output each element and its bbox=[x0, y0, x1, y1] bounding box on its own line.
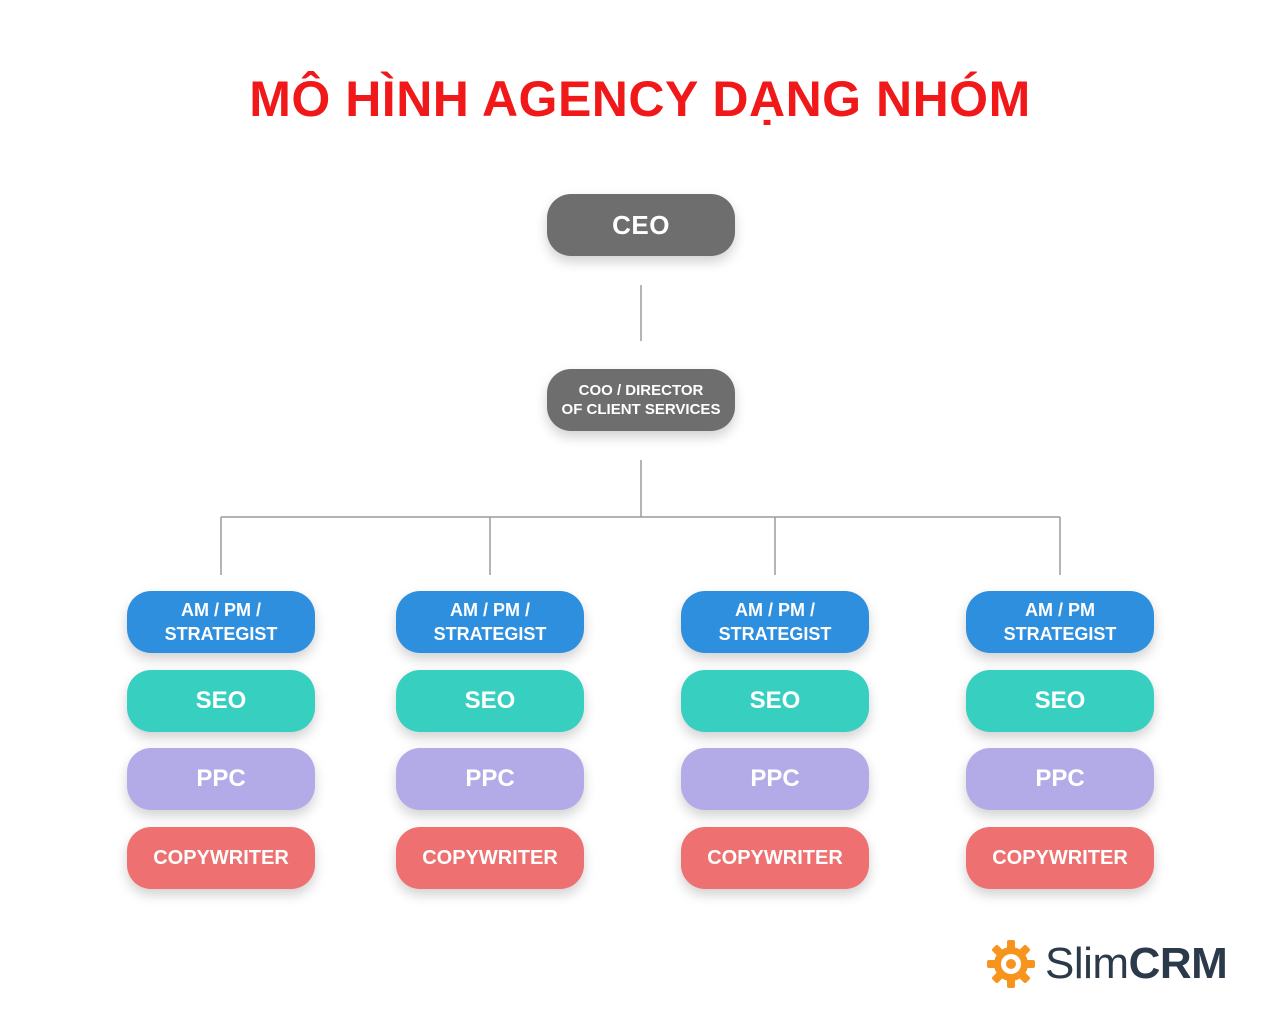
team-3-seo-node: SEO bbox=[681, 670, 869, 732]
team-3-lead-line-2: STRATEGIST bbox=[718, 624, 832, 644]
team-1-seo-node: SEO bbox=[127, 670, 315, 732]
coo-line-1: COO / DIRECTOR bbox=[578, 382, 704, 399]
brand-name-crm: CRM bbox=[1128, 939, 1228, 988]
team-2-lead-line-2: STRATEGIST bbox=[433, 624, 547, 644]
team-2-ppc-node: PPC bbox=[396, 748, 584, 810]
team-2-seo-node: SEO bbox=[396, 670, 584, 732]
team-1-copywriter-node: COPYWRITER bbox=[127, 827, 315, 889]
coo-director-node: COO / DIRECTOR OF CLIENT SERVICES bbox=[547, 369, 735, 431]
team-1-lead-node: AM / PM / STRATEGIST bbox=[127, 591, 315, 653]
diagram-title: MÔ HÌNH AGENCY DẠNG NHÓM bbox=[249, 71, 1031, 127]
team-3-lead-line-1: AM / PM / bbox=[734, 600, 815, 620]
team-1-lead-line-2: STRATEGIST bbox=[164, 624, 278, 644]
team-4-lead-line-1: AM / PM bbox=[1024, 600, 1095, 620]
coo-line-2: OF CLIENT SERVICES bbox=[561, 401, 721, 418]
team-4-ppc-node: PPC bbox=[966, 748, 1154, 810]
team-2-lead-line-1: AM / PM / bbox=[449, 600, 530, 620]
ceo-node: CEO bbox=[547, 194, 735, 256]
team-4-seo-node: SEO bbox=[966, 670, 1154, 732]
team-4-lead-line-2: STRATEGIST bbox=[1003, 624, 1117, 644]
brand-name-slim: Slim bbox=[1045, 939, 1129, 988]
slimcrm-logo: SlimCRM bbox=[985, 936, 1228, 992]
team-3-copywriter-node: COPYWRITER bbox=[681, 827, 869, 889]
team-4-copywriter-node: COPYWRITER bbox=[966, 827, 1154, 889]
team-3-lead-node: AM / PM / STRATEGIST bbox=[681, 591, 869, 653]
team-3-ppc-node: PPC bbox=[681, 748, 869, 810]
team-2-lead-node: AM / PM / STRATEGIST bbox=[396, 591, 584, 653]
team-2-copywriter-node: COPYWRITER bbox=[396, 827, 584, 889]
team-4-lead-node: AM / PM STRATEGIST bbox=[966, 591, 1154, 653]
team-1-ppc-node: PPC bbox=[127, 748, 315, 810]
gear-icon bbox=[987, 940, 1035, 988]
team-1-lead-line-1: AM / PM / bbox=[180, 600, 261, 620]
